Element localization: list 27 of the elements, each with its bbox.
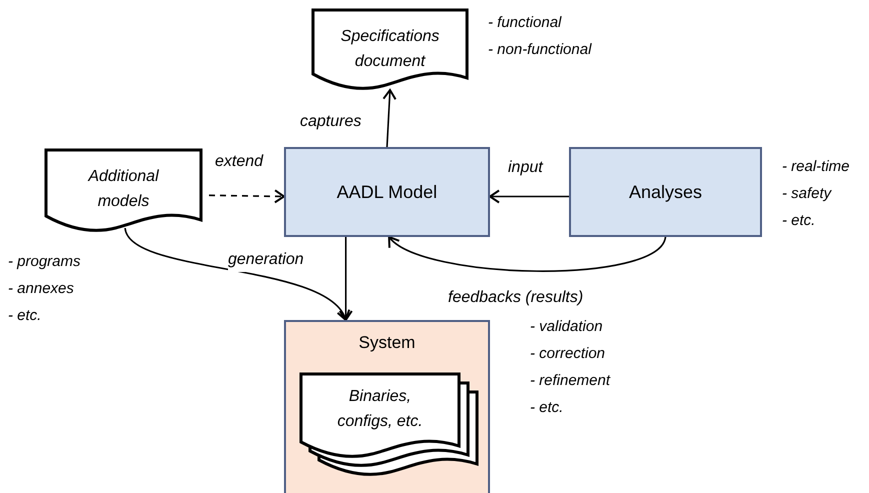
node-label: System bbox=[358, 332, 416, 354]
dashed-arrow bbox=[208, 189, 285, 204]
arrow bbox=[338, 237, 353, 321]
list-item: - safety bbox=[782, 184, 832, 204]
list-item: - etc. bbox=[782, 211, 816, 231]
model-box bbox=[284, 147, 490, 237]
node-label: Analyses bbox=[628, 180, 702, 204]
arrow bbox=[489, 190, 569, 204]
arrow bbox=[124, 228, 348, 321]
list-item: - etc. bbox=[8, 306, 42, 326]
node-label: Specifications document bbox=[340, 27, 440, 72]
list-item: - etc. bbox=[530, 398, 564, 418]
list-item: - annexes bbox=[8, 279, 74, 299]
arrow bbox=[382, 89, 397, 148]
node-label: Binaries, configs, etc. bbox=[336, 387, 424, 432]
list-item: - correction bbox=[530, 344, 606, 364]
list-item: - programs bbox=[8, 252, 81, 272]
list-item: - non-functional bbox=[488, 40, 592, 60]
node-label: AADL Model bbox=[336, 180, 438, 204]
list-item: - refinement bbox=[530, 371, 610, 391]
list-item: - validation bbox=[530, 317, 603, 337]
arrow bbox=[388, 236, 666, 272]
list-item: - functional bbox=[488, 13, 562, 33]
model-box bbox=[569, 147, 762, 237]
list-item: - real-time bbox=[782, 157, 850, 177]
system-box bbox=[284, 320, 490, 493]
node-label: Additional models bbox=[86, 167, 160, 212]
